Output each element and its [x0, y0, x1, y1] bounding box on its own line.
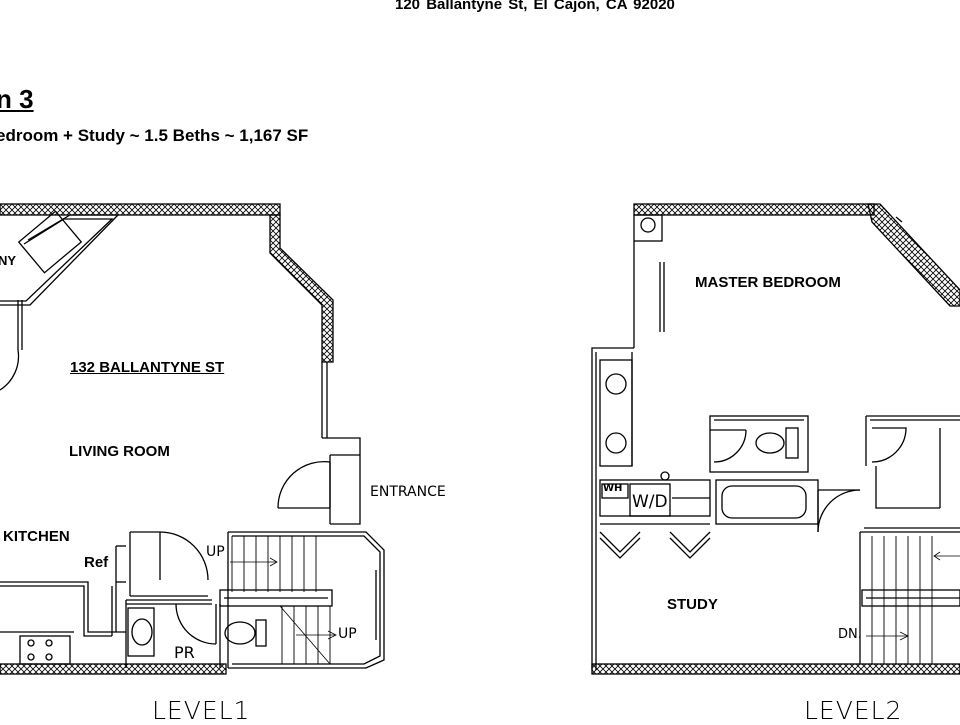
powder-room-label: PR	[174, 643, 195, 662]
stair-down-label: DN.	[838, 627, 862, 642]
entrance-label: ENTRANCE	[370, 484, 446, 500]
kitchen-label: KITCHEN	[3, 528, 70, 545]
master-bedroom-label: MASTER BEDROOM	[695, 274, 841, 291]
level2-caption: LEVEL2	[804, 696, 903, 725]
washer-dryer-label: W/D	[632, 492, 668, 512]
study-label: STUDY	[667, 596, 718, 613]
plan-subtitle: edroom + Study ~ 1.5 Beths ~ 1,167 SF	[0, 126, 309, 145]
level1-plan	[0, 203, 385, 675]
stair-up-label-upper: UP	[206, 544, 225, 560]
property-address: 120 Ballantyne St, El Cajon, CA 92020	[395, 0, 675, 13]
stair-up-label-lower: UP	[338, 626, 357, 642]
level2-plan	[591, 203, 960, 675]
refrigerator-label: Ref	[84, 554, 109, 571]
level1-caption: LEVEL1	[152, 696, 251, 725]
partial-room-label: NY	[0, 253, 17, 268]
living-room-label: LIVING ROOM	[69, 443, 170, 460]
building-label: 132 BALLANTYNE ST	[70, 359, 225, 376]
plan-title: n 3	[0, 84, 34, 114]
water-heater-label: WH	[603, 483, 623, 494]
